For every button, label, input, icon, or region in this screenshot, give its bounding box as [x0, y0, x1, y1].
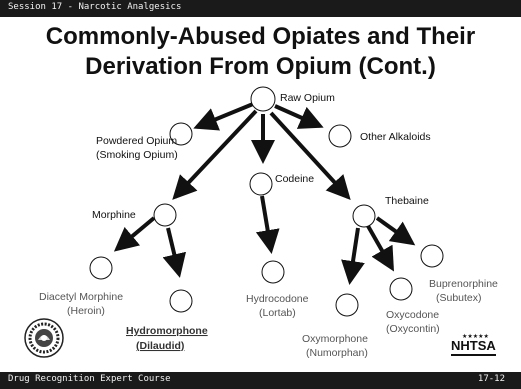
label-oxymorphone-1: Oxymorphone — [302, 333, 368, 345]
stars-icon: ★★★★★ — [462, 333, 489, 340]
label-hydromorphone-2: (Dilaudid) — [136, 340, 184, 352]
header-bar: Session 17 - Narcotic Analgesics — [0, 0, 521, 17]
label-diacetyl-1: Diacetyl Morphine — [39, 291, 123, 303]
session-label: Session 17 - Narcotic Analgesics — [8, 2, 182, 12]
dot-seal-icon — [24, 318, 64, 358]
footer-bar: Drug Recognition Expert Course 17-12 — [0, 372, 521, 389]
node-thebaine — [352, 204, 376, 228]
label-hydrocodone-2: (Lortab) — [259, 307, 296, 319]
label-other-alkaloids: Other Alkaloids — [360, 131, 431, 143]
label-oxycodone-2: (Oxycontin) — [386, 323, 440, 335]
title-line-2: Derivation From Opium (Cont.) — [85, 53, 436, 80]
node-hydromorphone — [169, 289, 193, 313]
node-buprenorphine — [420, 244, 444, 268]
node-diacetyl-morphine — [89, 256, 113, 280]
arrow-raw-to-morphine — [172, 109, 258, 200]
title-line-1: Commonly-Abused Opiates and Their — [45, 23, 476, 50]
node-codeine — [249, 172, 273, 196]
label-hydrocodone-1: Hydrocodone — [246, 293, 309, 305]
label-powdered-opium-2: (Smoking Opium) — [96, 149, 178, 161]
course-label: Drug Recognition Expert Course — [8, 374, 171, 384]
node-oxycodone — [389, 277, 413, 301]
arrow-morphine-to-diacetyl — [113, 216, 156, 252]
arrow-raw-to-powdered — [193, 102, 254, 131]
node-hydrocodone — [261, 260, 285, 284]
node-other-alkaloids — [328, 124, 352, 148]
nhtsa-logo: NHTSA — [451, 338, 496, 356]
label-hydromorphone-1: Hydromorphone — [126, 325, 208, 337]
arrow-thebaine-to-oxycodone — [366, 225, 394, 272]
node-raw-opium — [250, 86, 276, 112]
node-powdered-opium — [169, 122, 193, 146]
arrow-raw-to-thebaine — [269, 111, 351, 200]
label-buprenorphine-1: Buprenorphine — [429, 278, 498, 290]
node-morphine — [153, 203, 177, 227]
label-raw-opium: Raw Opium — [280, 92, 335, 104]
label-oxycodone-1: Oxycodone — [386, 309, 439, 321]
label-codeine: Codeine — [275, 173, 314, 185]
label-morphine: Morphine — [92, 209, 136, 221]
label-buprenorphine-2: (Subutex) — [436, 292, 482, 304]
arrow-raw-to-other — [274, 104, 324, 129]
label-thebaine: Thebaine — [385, 195, 429, 207]
slide-title: Commonly-Abused Opiates and Their Deriva… — [0, 22, 521, 82]
page-number: 17-12 — [477, 374, 505, 384]
nhtsa-logo-text: NHTSA — [451, 338, 496, 353]
label-diacetyl-2: (Heroin) — [67, 305, 105, 317]
label-oxymorphone-2: (Numorphan) — [306, 347, 368, 359]
node-oxymorphone — [335, 293, 359, 317]
arrow-codeine-to-hydrocodone — [255, 195, 280, 254]
arrow-thebaine-to-oxymorphone — [341, 227, 365, 285]
arrow-morphine-to-hydromorphone — [162, 227, 187, 278]
label-powdered-opium-1: Powdered Opium — [96, 135, 177, 147]
arrow-thebaine-to-buprenorphine — [375, 216, 416, 246]
